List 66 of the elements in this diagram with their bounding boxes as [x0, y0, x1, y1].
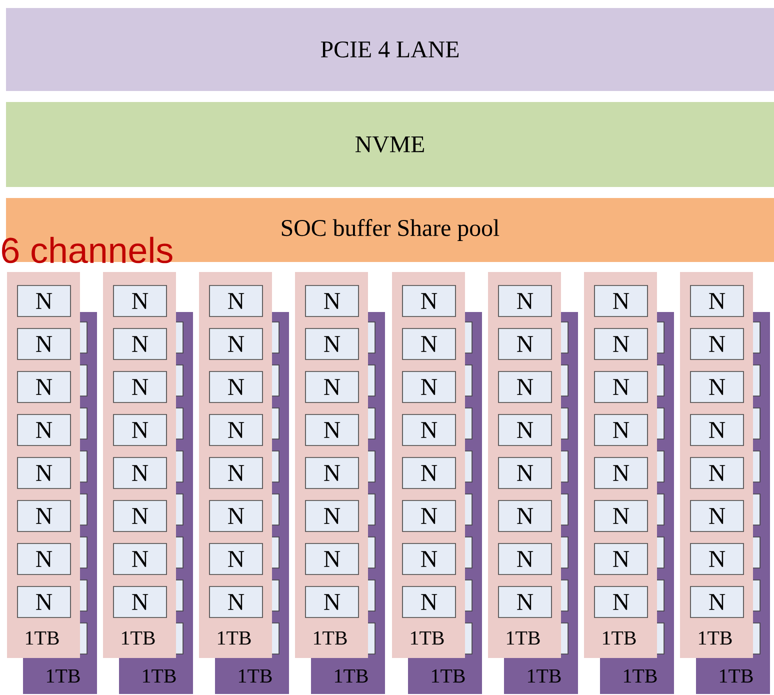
nand-box: N [209, 457, 263, 489]
nand-box: N [209, 328, 263, 360]
nand-box: N [690, 500, 744, 532]
nand-box: N [402, 414, 456, 446]
nand-box: N [17, 414, 71, 446]
nand-box: N [594, 543, 648, 575]
nand-box: N [594, 500, 648, 532]
nand-box: N [113, 457, 167, 489]
nand-box: N [402, 500, 456, 532]
nand-box: N [402, 285, 456, 317]
nand-box: N [690, 328, 744, 360]
nand-box: N [498, 371, 552, 403]
nand-box: N [498, 586, 552, 618]
nand-box: N [690, 285, 744, 317]
nand-box: N [17, 457, 71, 489]
nand-box: N [17, 586, 71, 618]
nand-box: N [305, 586, 359, 618]
nand-box: N [17, 328, 71, 360]
nand-box: N [690, 586, 744, 618]
nand-box: N [690, 457, 744, 489]
nand-box: N [17, 543, 71, 575]
nand-box: N [498, 500, 552, 532]
nand-box: N [402, 543, 456, 575]
nand-box: N [305, 500, 359, 532]
nand-box: N [690, 543, 744, 575]
nand-box: N [113, 414, 167, 446]
band-box: NVME [6, 102, 774, 187]
nand-box: N [305, 285, 359, 317]
nand-box: N [690, 371, 744, 403]
nand-box: N [690, 414, 744, 446]
nand-box: N [594, 285, 648, 317]
nand-box: N [498, 543, 552, 575]
nand-box: N [305, 414, 359, 446]
nand-box: N [113, 371, 167, 403]
nand-box: N [402, 371, 456, 403]
nand-box: N [209, 371, 263, 403]
nand-box: N [402, 457, 456, 489]
nand-box: N [113, 328, 167, 360]
nand-box: N [498, 285, 552, 317]
nand-box: N [305, 457, 359, 489]
nand-box: N [17, 285, 71, 317]
nand-box: N [113, 285, 167, 317]
nand-box: N [17, 371, 71, 403]
nand-box: N [17, 500, 71, 532]
nand-box: N [402, 586, 456, 618]
nand-box: N [209, 500, 263, 532]
nand-box: N [113, 586, 167, 618]
nand-box: N [594, 586, 648, 618]
nand-box: N [498, 414, 552, 446]
nand-box: N [305, 371, 359, 403]
nand-box: N [305, 328, 359, 360]
band-box: PCIE 4 LANE [6, 8, 774, 91]
nand-box: N [113, 500, 167, 532]
nand-box: N [594, 371, 648, 403]
nand-box: N [209, 414, 263, 446]
nand-box: N [113, 543, 167, 575]
nand-box: N [498, 457, 552, 489]
nand-box: N [498, 328, 552, 360]
nand-box: N [594, 328, 648, 360]
nand-box: N [402, 328, 456, 360]
nand-box: N [594, 414, 648, 446]
nand-box: N [209, 543, 263, 575]
nand-box: N [209, 285, 263, 317]
nand-box: N [305, 543, 359, 575]
nand-box: N [209, 586, 263, 618]
nand-box: N [594, 457, 648, 489]
